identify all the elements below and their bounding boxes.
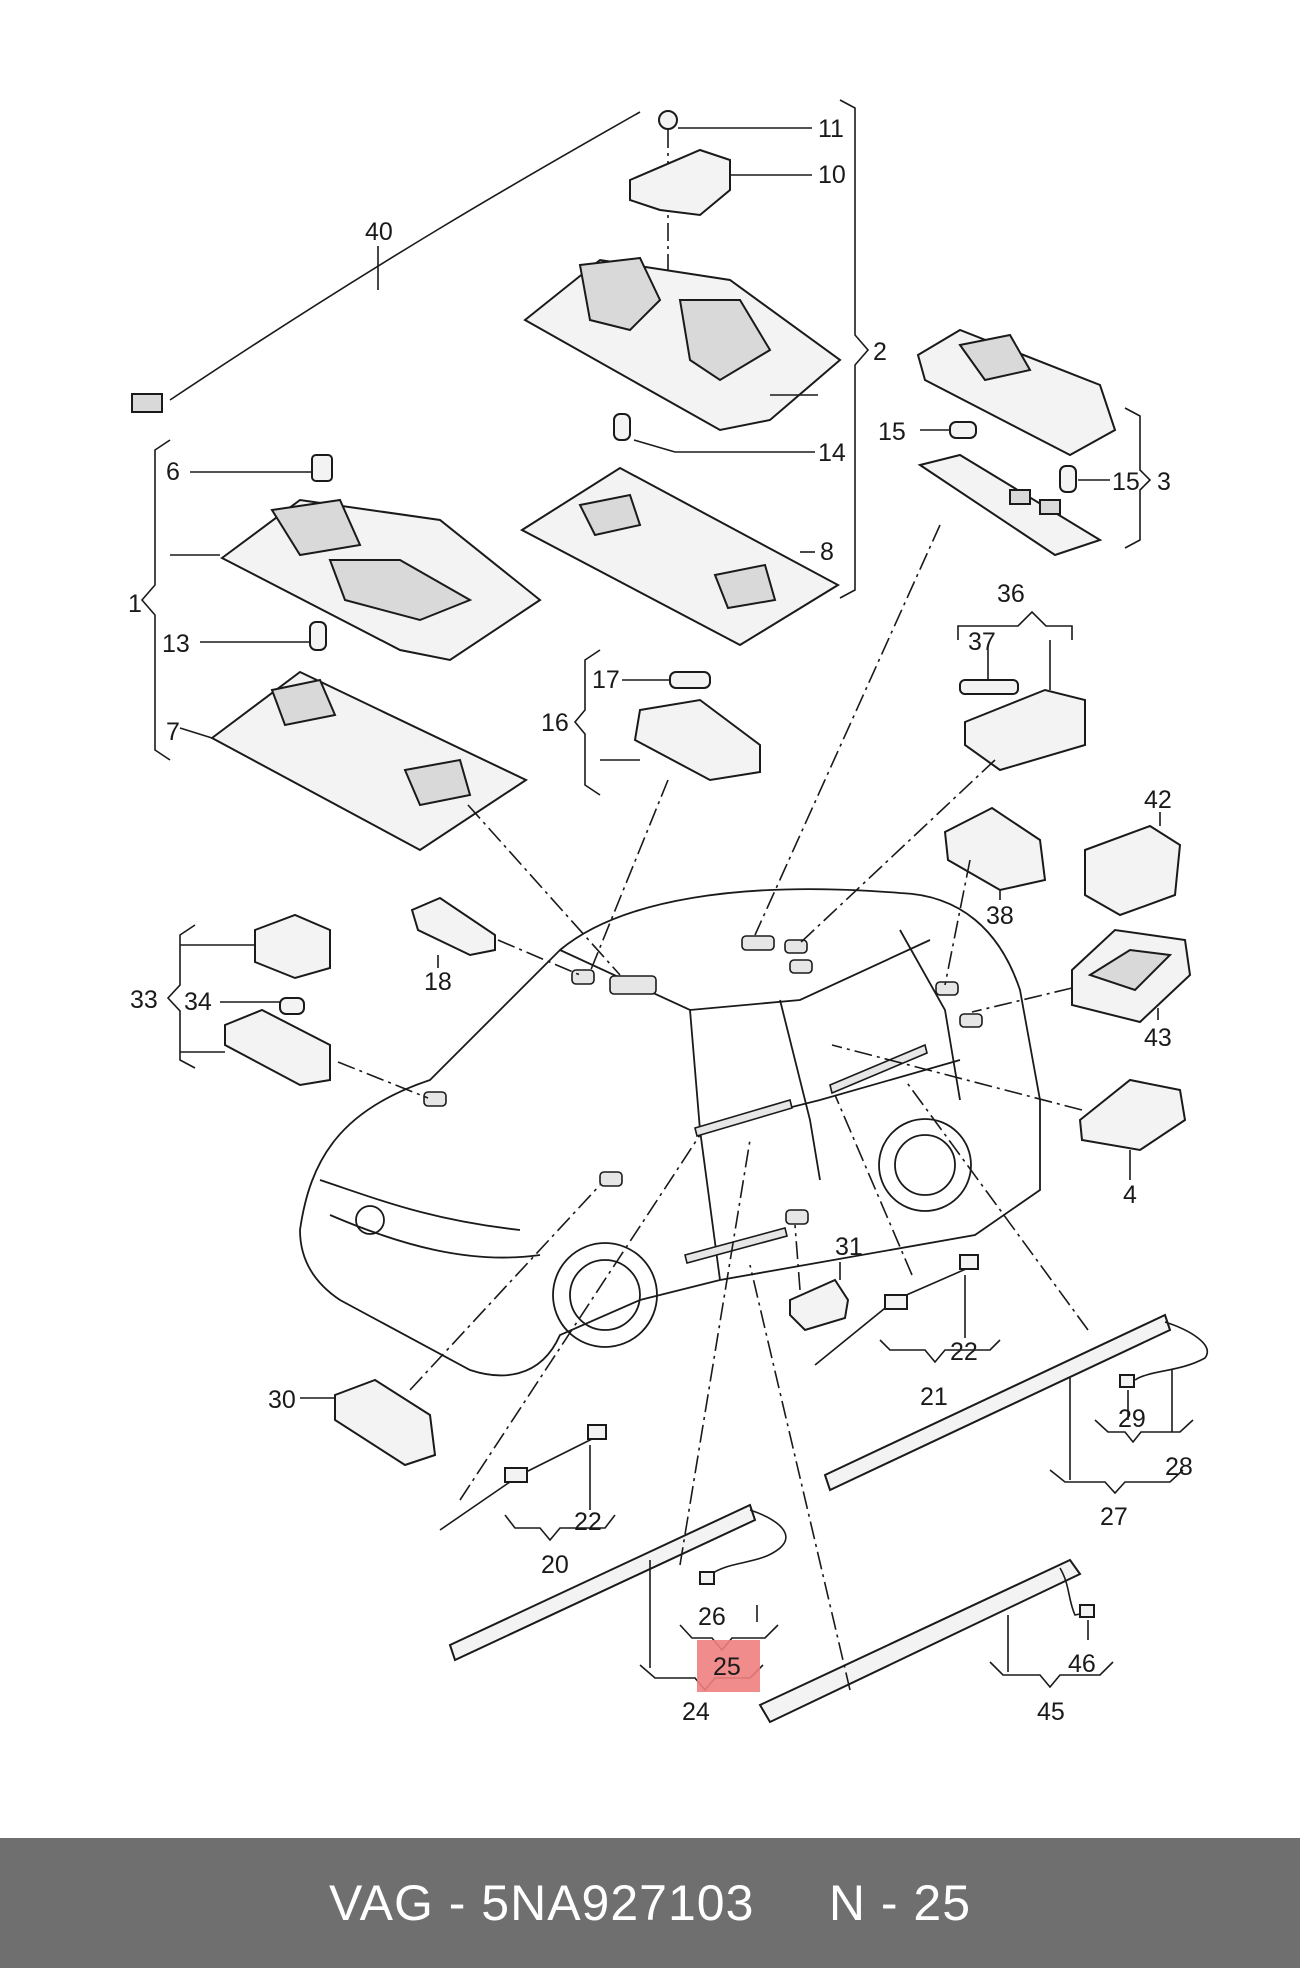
vehicle-outline	[299, 888, 1041, 1377]
part-43-lamp-housing	[1071, 928, 1192, 1024]
callout-13: 13	[162, 630, 190, 658]
callout-36: 36	[997, 580, 1025, 608]
callout-4: 4	[1123, 1181, 1137, 1209]
callout-11: 11	[818, 115, 844, 143]
callout-43: 43	[1144, 1024, 1172, 1052]
parts-diagram: 1 2 3 4 6 7 8 10 11 13 14 15 15 16 17 18…	[128, 99, 1208, 1726]
callout-42: 42	[1144, 786, 1172, 814]
footer-part-number: 5NA927103	[481, 1875, 755, 1931]
part-8-cover	[520, 466, 841, 647]
callout-7: 7	[166, 718, 180, 746]
callout-34: 34	[184, 988, 212, 1016]
part-36-37-lamp	[957, 610, 1086, 772]
callout-22a: 22	[950, 1338, 978, 1366]
part-7-cover	[179, 670, 529, 852]
part-24-trim-strip	[448, 1503, 787, 1692]
part-13-bulb	[200, 621, 327, 651]
callout-33: 33	[130, 986, 158, 1014]
callout-30: 30	[268, 1386, 296, 1414]
footer-position: 25	[913, 1875, 972, 1931]
footer-brand: VAG	[328, 1875, 434, 1931]
callout-labels: 1 2 3 4 6 7 8 10 11 13 14 15 15 16 17 18…	[128, 115, 1193, 1726]
callout-24: 24	[682, 1698, 710, 1726]
callout-27: 27	[1100, 1503, 1128, 1531]
reference-lines	[337, 524, 1089, 1691]
part-15-bulbs	[920, 421, 1110, 493]
callout-15a: 15	[878, 418, 906, 446]
part-14-bulb	[613, 413, 815, 453]
footer-separator: -	[433, 1875, 482, 1931]
callout-6: 6	[166, 458, 180, 486]
callout-38: 38	[986, 902, 1014, 930]
callout-8: 8	[820, 538, 834, 566]
callout-16: 16	[541, 709, 569, 737]
callout-14: 14	[818, 439, 846, 467]
part-1-console-left	[140, 439, 542, 761]
part-18-lamp	[410, 896, 496, 968]
callout-46: 46	[1068, 1650, 1096, 1678]
highlight-box	[697, 1640, 760, 1692]
callout-29: 29	[1118, 1405, 1146, 1433]
part-45-sill-plate	[758, 1558, 1114, 1724]
callout-2: 2	[873, 338, 887, 366]
callout-22b: 22	[574, 1508, 602, 1536]
part-16-17-lamp	[573, 649, 761, 796]
part-4-lamp	[1078, 1078, 1187, 1180]
part-42-cap	[1084, 812, 1182, 917]
callout-40: 40	[365, 218, 393, 246]
part-2-console-upper	[523, 99, 870, 599]
callout-20: 20	[541, 1551, 569, 1579]
part-21-22-cable	[814, 1254, 1001, 1366]
callout-37: 37	[968, 628, 996, 656]
callout-31: 31	[835, 1233, 863, 1261]
part-30-lamp	[300, 1378, 437, 1467]
part-33-34-lamp	[166, 913, 331, 1087]
callout-25: 25	[713, 1653, 741, 1681]
part-27-trim-strip	[823, 1313, 1208, 1495]
callout-26: 26	[698, 1603, 726, 1631]
part-31-lamp	[789, 1262, 850, 1332]
part-38-switch	[943, 806, 1047, 900]
part-20-22-cable	[439, 1424, 616, 1542]
part-6-clip	[190, 454, 333, 482]
part-40-cable	[131, 111, 641, 413]
footer-position-prefix: N -	[828, 1875, 914, 1931]
footer-bar: VAG - 5NA927103 N - 25	[0, 1838, 1300, 1968]
callout-28: 28	[1165, 1453, 1193, 1481]
callout-3: 3	[1157, 468, 1171, 496]
callout-1: 1	[128, 590, 142, 618]
footer-gap	[754, 1874, 828, 1932]
callout-45: 45	[1037, 1698, 1065, 1726]
callout-21: 21	[920, 1383, 948, 1411]
callout-15b: 15	[1112, 468, 1140, 496]
callout-10: 10	[818, 161, 846, 189]
callout-18: 18	[424, 968, 452, 996]
vehicle-light-spots	[423, 935, 983, 1264]
callout-17: 17	[592, 666, 620, 694]
part-3-console-right	[916, 328, 1152, 557]
